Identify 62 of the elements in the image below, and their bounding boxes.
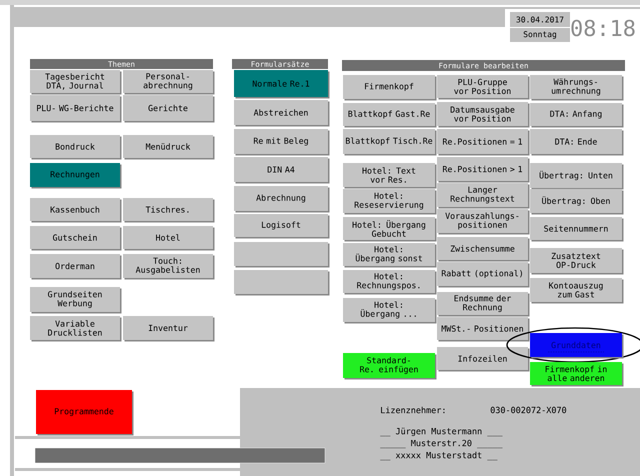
exit-button: Programmende bbox=[36, 390, 134, 436]
button: MWSt.- Positionen bbox=[437, 317, 530, 342]
button: Seitennummern bbox=[530, 217, 624, 242]
button: Hotel: Übergang ... bbox=[343, 298, 436, 324]
button: Menüdruck bbox=[123, 135, 214, 160]
button: Endsumme der Rechnung bbox=[437, 292, 530, 316]
button: Rabatt (optional) bbox=[437, 262, 530, 288]
button: Übertrag: Oben bbox=[530, 189, 624, 214]
button: Langer Rechnungstext bbox=[437, 183, 530, 208]
button: DTA: Ende bbox=[530, 129, 624, 156]
button: Infozeilen bbox=[437, 347, 530, 372]
license-number: 030-002072-X070 bbox=[490, 406, 566, 414]
button: Hotel: Rechnungspos. bbox=[343, 270, 436, 294]
selected-button: Rechnungen bbox=[30, 163, 122, 188]
button: Blattkopf Tisch.Re bbox=[343, 129, 436, 156]
button: Re.Positionen > 1 bbox=[437, 157, 530, 182]
button: PLU- WG-Berichte bbox=[30, 95, 122, 122]
address-line: _____ Musterstr.20 _____ bbox=[380, 440, 503, 448]
button: Orderman bbox=[30, 254, 122, 280]
button: Gerichte bbox=[123, 95, 214, 122]
button: DTA: Anfang bbox=[530, 103, 624, 128]
clock-display: 08:18 bbox=[571, 20, 635, 36]
button: Grundseiten Werbung bbox=[30, 287, 122, 314]
empty-button bbox=[234, 270, 330, 296]
license-label: Lizenznehmer: bbox=[381, 406, 444, 414]
button: Kontoauszug zum Gast bbox=[530, 278, 624, 304]
button: Logisoft bbox=[234, 214, 330, 238]
button: PLU-Gruppe vor Position bbox=[437, 75, 530, 100]
button: Bondruck bbox=[30, 135, 122, 160]
button: Inventur bbox=[123, 316, 214, 342]
button: Zwischensumme bbox=[437, 237, 530, 262]
button: Abstreichen bbox=[234, 100, 330, 126]
button: Tischres. bbox=[123, 198, 214, 222]
button: Hotel: Text vor Res. bbox=[343, 163, 436, 188]
button: Gutschein bbox=[30, 226, 122, 250]
button: Re mit Beleg bbox=[234, 129, 330, 156]
button: DIN A4 bbox=[234, 157, 330, 184]
button: Abrechnung bbox=[234, 186, 330, 212]
button: Zusatztext OP-Druck bbox=[530, 248, 624, 274]
button: Re.Positionen = 1 bbox=[437, 129, 530, 156]
button: Datumsausgabe vor Position bbox=[437, 102, 530, 128]
button: Vorauszahlungs- positionen bbox=[437, 209, 530, 234]
button: Variable Drucklisten bbox=[30, 316, 122, 342]
action-button: Standard-Re. einfügen bbox=[343, 353, 436, 380]
button: Touch: Ausgabelisten bbox=[123, 254, 214, 280]
button: Übertrag: Unten bbox=[530, 163, 624, 190]
button: Firmenkopf bbox=[343, 75, 436, 100]
button: Hotel: Übergang sonst bbox=[343, 243, 436, 268]
button: Hotel: Reseservierung bbox=[343, 189, 436, 214]
button: Blattkopf Gast.Re bbox=[343, 103, 436, 128]
button: Währungs- umrechnung bbox=[530, 75, 624, 100]
address-line: __ xxxxx Musterstadt __ bbox=[380, 452, 498, 460]
button: Hotel: Übergang Gebucht bbox=[343, 217, 436, 242]
selected-button: Grunddaten bbox=[530, 333, 624, 358]
button: Kassenbuch bbox=[30, 198, 122, 222]
button: Tagesbericht DTA, Journal bbox=[30, 70, 122, 94]
address-line: __ Jürgen Mustermann ___ bbox=[380, 428, 503, 436]
empty-button bbox=[234, 242, 330, 268]
button: Hotel bbox=[123, 226, 214, 250]
button: Personal- abrechnung bbox=[123, 70, 214, 94]
selected-button: Normale Re.1 bbox=[234, 70, 330, 98]
action-button: Firmenkopf in alle anderen bbox=[530, 362, 624, 386]
